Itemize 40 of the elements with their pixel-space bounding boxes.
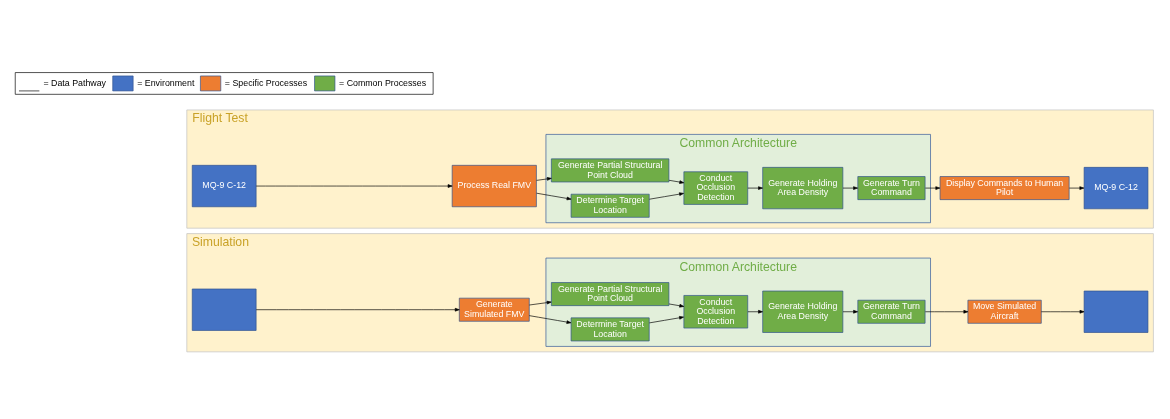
arrow bbox=[668, 179, 685, 184]
arrow bbox=[536, 192, 572, 200]
node-box: Generate Turn Command bbox=[857, 299, 926, 324]
node-box: Determine Target Location bbox=[570, 193, 650, 218]
legend-label: = Environment bbox=[137, 77, 195, 88]
legend-label: = Specific Processes bbox=[224, 77, 308, 88]
node-box: Generate Turn Command bbox=[857, 175, 926, 200]
arrow bbox=[529, 300, 552, 305]
arrow bbox=[925, 185, 941, 190]
node-box: Generate Partial Structural Point Cloud bbox=[551, 158, 670, 182]
node-box: Process Real FMV bbox=[451, 164, 537, 207]
node-box: Conduct Occlusion Detection bbox=[683, 294, 749, 328]
node-box: MQ-9 C-12 bbox=[1083, 166, 1149, 209]
arrow bbox=[668, 303, 685, 307]
arrow bbox=[529, 314, 572, 324]
arrow bbox=[649, 315, 684, 323]
node-box bbox=[1083, 290, 1149, 333]
arrow bbox=[255, 183, 453, 188]
node-box: Display Commands to Human Pilot bbox=[939, 175, 1070, 200]
arrow bbox=[842, 309, 858, 313]
legend-label: = Data Pathway bbox=[43, 77, 107, 88]
node-box: Generate Partial Structural Point Cloud bbox=[551, 281, 670, 306]
arrow bbox=[649, 191, 684, 200]
arrow bbox=[536, 176, 552, 181]
node-box: Generate Holding Area Density bbox=[762, 290, 844, 333]
node-box: Move Simulated Aircraft bbox=[967, 299, 1042, 324]
arrow bbox=[1040, 309, 1085, 313]
node-box: Conduct Occlusion Detection bbox=[683, 170, 749, 205]
arrow bbox=[255, 307, 460, 311]
arrow bbox=[925, 309, 969, 313]
arrow bbox=[842, 185, 858, 190]
arrow bbox=[747, 309, 763, 313]
arrow bbox=[1068, 185, 1085, 190]
arrow bbox=[747, 185, 763, 190]
node-box: Determine Target Location bbox=[570, 317, 650, 341]
node-box: MQ-9 C-12 bbox=[191, 164, 257, 207]
node-box: Generate Holding Area Density bbox=[762, 166, 844, 209]
legend-label: = Common Processes bbox=[339, 77, 427, 88]
node-box: Generate Simulated FMV bbox=[458, 297, 530, 322]
node-box bbox=[191, 288, 257, 331]
